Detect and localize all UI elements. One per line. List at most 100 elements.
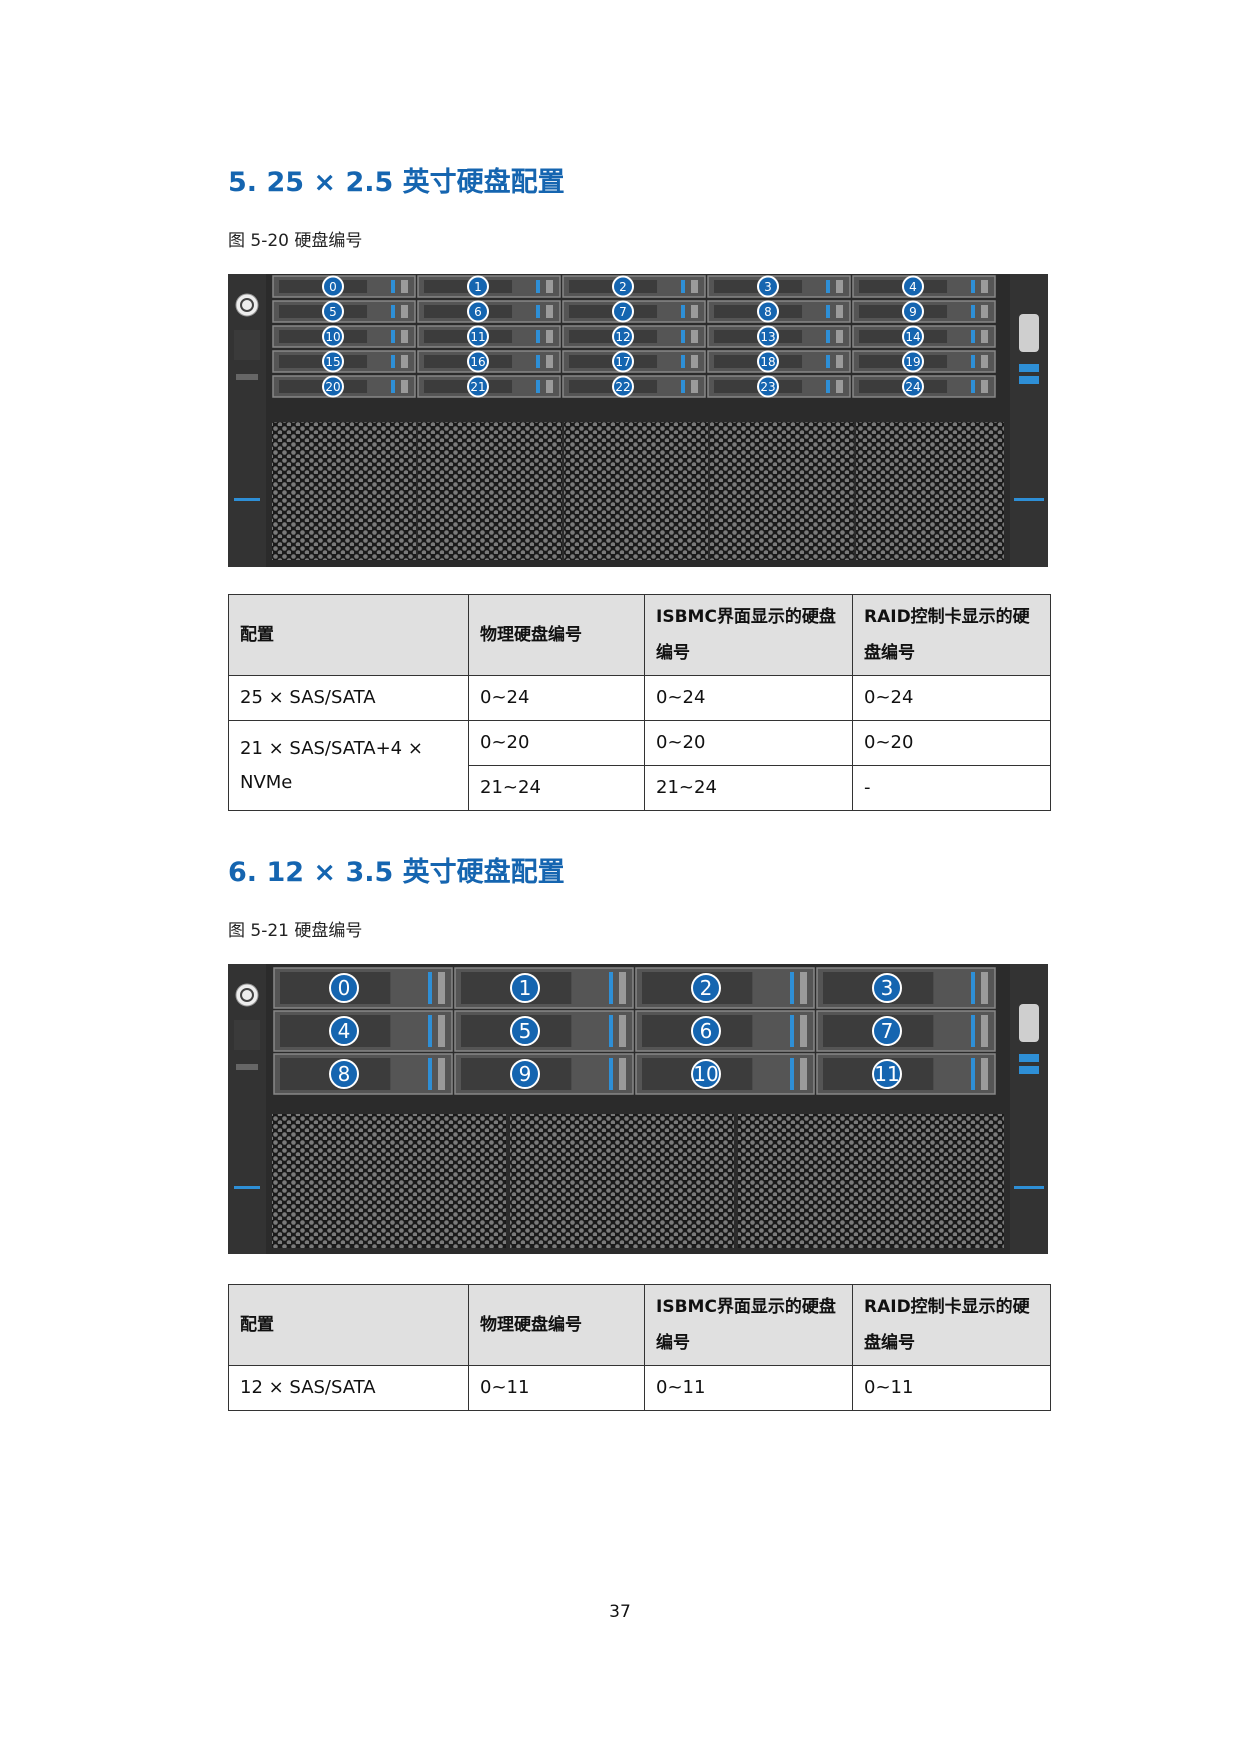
power-button-icon[interactable] bbox=[235, 983, 259, 1007]
bay-number-badge bbox=[329, 1016, 359, 1046]
bay-number-badge bbox=[510, 1059, 540, 1089]
bay-number-badge bbox=[691, 1016, 721, 1046]
bay-number-label: 5 bbox=[329, 305, 337, 319]
drive-bay[interactable]: 10 bbox=[635, 1053, 815, 1095]
drive-bay[interactable]: 1 bbox=[454, 967, 634, 1009]
drive-latch-icon bbox=[826, 305, 830, 318]
bay-number-badge bbox=[322, 275, 344, 298]
bay-number-label: 17 bbox=[615, 355, 630, 369]
drive-latch-icon bbox=[391, 380, 395, 393]
usb3-port-icon[interactable] bbox=[1019, 364, 1039, 372]
bay-number-badge bbox=[322, 350, 344, 373]
fan-grille-4 bbox=[710, 422, 854, 560]
header-isbmc: ISBMC界面显示的硬盘编号 bbox=[644, 594, 853, 676]
bay-number-badge bbox=[510, 973, 540, 1003]
bay-number-label: 18 bbox=[760, 355, 775, 369]
drive-bay[interactable]: 7 bbox=[562, 300, 706, 323]
drive-bay[interactable]: 9 bbox=[852, 300, 996, 323]
bay-number-badge bbox=[902, 300, 924, 323]
fan-grille-3 bbox=[564, 422, 708, 560]
drive-latch-icon bbox=[971, 1058, 975, 1090]
drive-bay[interactable]: 4 bbox=[273, 1010, 453, 1052]
bay-number-label: 20 bbox=[325, 380, 340, 394]
drive-bay[interactable]: 4 bbox=[852, 275, 996, 298]
table-row: 12 × SAS/SATA 0~11 0~11 0~11 bbox=[228, 1365, 1051, 1411]
page-number: 37 bbox=[609, 1602, 631, 1622]
bay-number-label: 16 bbox=[470, 355, 485, 369]
drive-bay[interactable]: 11 bbox=[417, 325, 561, 348]
cell: 0~20 bbox=[852, 720, 1051, 766]
cell: - bbox=[852, 765, 1051, 811]
drive-bay[interactable]: 15 bbox=[272, 350, 416, 373]
drive-bay[interactable]: 0 bbox=[272, 275, 416, 298]
drive-handle bbox=[401, 330, 408, 343]
bay-number-badge bbox=[329, 1059, 359, 1089]
drive-bay[interactable]: 0 bbox=[273, 967, 453, 1009]
usb-port-icon[interactable] bbox=[236, 374, 258, 380]
vga-port-icon[interactable] bbox=[1019, 314, 1039, 352]
drive-bay[interactable]: 19 bbox=[852, 350, 996, 373]
drive-latch-icon bbox=[971, 355, 975, 368]
drive-bay[interactable]: 21 bbox=[417, 375, 561, 398]
drive-handle bbox=[800, 1058, 807, 1090]
usb3-port-icon[interactable] bbox=[1019, 1054, 1039, 1062]
drive-bay[interactable]: 11 bbox=[816, 1053, 996, 1095]
bay-number-badge bbox=[757, 375, 779, 398]
drive-bay[interactable]: 1 bbox=[417, 275, 561, 298]
drive-bay[interactable]: 5 bbox=[454, 1010, 634, 1052]
drive-bay[interactable]: 18 bbox=[707, 350, 851, 373]
drive-handle bbox=[546, 380, 553, 393]
drive-latch-icon bbox=[428, 1058, 432, 1090]
bay-number-label: 3 bbox=[881, 976, 894, 1000]
usb-port-icon[interactable] bbox=[236, 1064, 258, 1070]
drive-bay[interactable]: 5 bbox=[272, 300, 416, 323]
drive-bay[interactable]: 22 bbox=[562, 375, 706, 398]
usb3-port-2-icon[interactable] bbox=[1019, 1066, 1039, 1074]
fan-grille-1 bbox=[272, 1114, 506, 1248]
drive-bay[interactable]: 24 bbox=[852, 375, 996, 398]
drive-bay[interactable]: 3 bbox=[707, 275, 851, 298]
drive-bay[interactable]: 8 bbox=[273, 1053, 453, 1095]
disk-mapping-table-12: 配置 物理硬盘编号 ISBMC界面显示的硬盘编号 RAID控制卡显示的硬盘编号 … bbox=[228, 1284, 1051, 1411]
drive-bay[interactable]: 8 bbox=[707, 300, 851, 323]
drive-bay[interactable]: 6 bbox=[635, 1010, 815, 1052]
drive-latch-icon bbox=[681, 380, 685, 393]
drive-bay[interactable]: 2 bbox=[562, 275, 706, 298]
usb3-port-2-icon[interactable] bbox=[1019, 376, 1039, 384]
drive-latch-icon bbox=[681, 305, 685, 318]
drive-handle bbox=[836, 305, 843, 318]
drive-latch-icon bbox=[971, 380, 975, 393]
drive-bay[interactable]: 6 bbox=[417, 300, 561, 323]
drive-handle bbox=[981, 355, 988, 368]
drive-bay[interactable]: 2 bbox=[635, 967, 815, 1009]
drive-handle bbox=[401, 280, 408, 293]
drive-bay[interactable]: 14 bbox=[852, 325, 996, 348]
drive-bay[interactable]: 20 bbox=[272, 375, 416, 398]
drive-bay[interactable]: 16 bbox=[417, 350, 561, 373]
status-led-icons bbox=[234, 330, 260, 360]
bay-number-badge bbox=[757, 350, 779, 373]
header-config: 配置 bbox=[228, 1284, 469, 1366]
drive-bay[interactable]: 13 bbox=[707, 325, 851, 348]
bay-number-badge bbox=[902, 325, 924, 348]
bay-number-badge bbox=[322, 300, 344, 323]
drive-handle bbox=[401, 380, 408, 393]
drive-bay[interactable]: 17 bbox=[562, 350, 706, 373]
drive-bay[interactable]: 3 bbox=[816, 967, 996, 1009]
power-button-icon[interactable] bbox=[235, 293, 259, 317]
bay-number-badge bbox=[902, 375, 924, 398]
drive-bay[interactable]: 12 bbox=[562, 325, 706, 348]
bay-number-label: 11 bbox=[874, 1062, 899, 1086]
table-row: 21~24 21~24 - bbox=[229, 765, 1051, 811]
header-isbmc: ISBMC界面显示的硬盘编号 bbox=[644, 1284, 853, 1366]
drive-bay[interactable]: 23 bbox=[707, 375, 851, 398]
vga-port-icon[interactable] bbox=[1019, 1004, 1039, 1042]
drive-bay[interactable]: 7 bbox=[816, 1010, 996, 1052]
drive-bay[interactable]: 9 bbox=[454, 1053, 634, 1095]
drive-bay[interactable]: 10 bbox=[272, 325, 416, 348]
drive-latch-icon bbox=[790, 1058, 794, 1090]
bay-number-badge bbox=[612, 350, 634, 373]
bay-number-label: 7 bbox=[619, 305, 627, 319]
drive-handle bbox=[619, 1015, 626, 1047]
